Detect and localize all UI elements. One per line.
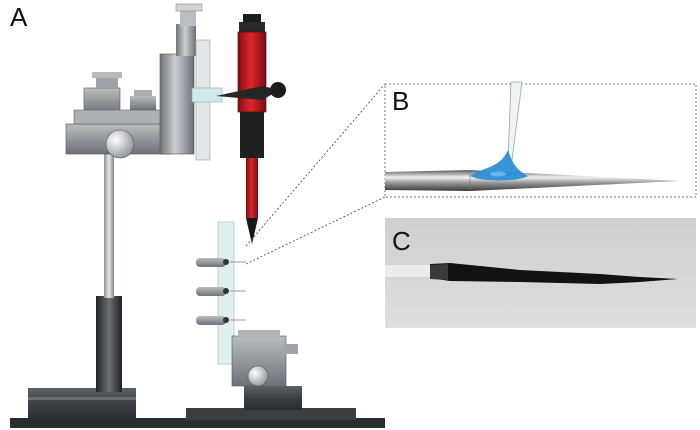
panel-label-a: A <box>10 2 28 32</box>
panel-c-photo <box>385 218 696 328</box>
stand-base <box>10 388 385 428</box>
panel-label-c: C <box>392 226 411 256</box>
lower-manipulator <box>231 330 302 410</box>
stand-post <box>96 150 122 392</box>
micromanipulator-icon <box>65 3 223 161</box>
zoom-lines <box>245 83 386 265</box>
micropipette-icon <box>216 14 286 244</box>
panel-b-inset <box>384 81 697 198</box>
panel-label-b: B <box>392 86 410 116</box>
sample-holder <box>196 221 246 365</box>
